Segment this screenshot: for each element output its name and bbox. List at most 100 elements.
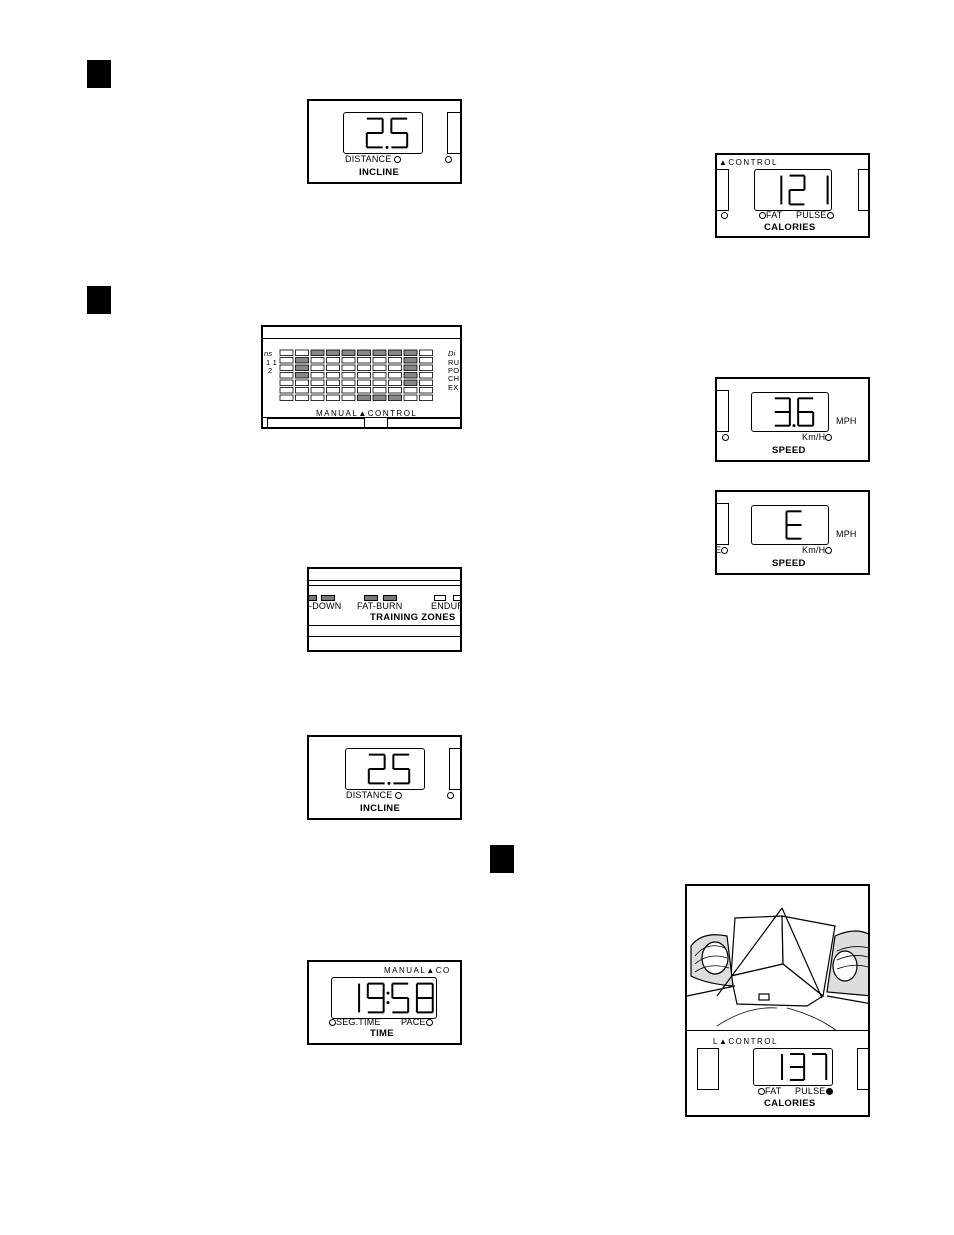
incline-title-2: INCLINE <box>360 803 401 814</box>
seg-time-indicator-light <box>329 1019 336 1027</box>
adjacent-indicator-light-2 <box>447 790 454 800</box>
step-marker-1 <box>87 60 111 88</box>
matrix-led-cell <box>372 394 387 401</box>
matrix-lower-left-box <box>267 418 365 427</box>
fat-indicator-label: FAT <box>759 210 782 220</box>
zone-label-cooldown: -DOWN <box>309 601 342 611</box>
pulse-sensor-illustration: L▲CONTROL FAT PULSE CALORIES <box>685 884 870 1117</box>
matrix-led-cell <box>403 349 418 356</box>
matrix-led-cell <box>295 357 309 364</box>
matrix-led-cell <box>388 387 402 394</box>
matrix-led-cell <box>341 387 356 394</box>
matrix-led-cell <box>419 372 433 379</box>
matrix-led-cell <box>310 379 325 386</box>
distance-indicator-label: DISTANCE <box>345 154 402 164</box>
matrix-led-cell <box>388 394 402 401</box>
fat-indicator-light <box>759 212 766 220</box>
matrix-led-cell <box>357 349 371 356</box>
matrix-led-cell <box>326 394 340 401</box>
zone-label-endurance: ENDURAN <box>431 601 460 611</box>
matrix-led-cell <box>357 372 371 379</box>
zone-led-5 <box>434 595 446 601</box>
matrix-led-cell <box>419 364 433 371</box>
lcd-decimal-point <box>792 424 796 428</box>
pulse-panel-control-label: L▲CONTROL <box>713 1037 778 1046</box>
pulse-panel-calories-title: CALORIES <box>764 1098 816 1109</box>
mph-unit-label-2: MPH <box>836 529 857 539</box>
time-manual-control-label: MANUAL▲CO <box>384 966 451 975</box>
speed-title-2: SPEED <box>772 558 806 569</box>
zone-led-4 <box>383 595 397 601</box>
matrix-led-cell <box>403 387 418 394</box>
matrix-led-cell <box>279 372 294 379</box>
matrix-right-label-1: Di <box>448 349 456 358</box>
zone-led-1 <box>309 595 317 601</box>
matrix-led-cell <box>279 357 294 364</box>
incline-seven-segment-readout-2 <box>367 753 411 785</box>
matrix-left-label-1: ns <box>264 349 273 358</box>
speed-lcd-2 <box>751 505 829 545</box>
pulse-panel-right-edge <box>857 1048 868 1090</box>
matrix-led-cell <box>310 364 325 371</box>
lcd-colon-dot <box>386 1001 390 1005</box>
incline-display-panel-1: DISTANCE INCLINE <box>307 99 462 184</box>
matrix-led-cell <box>279 394 294 401</box>
matrix-top-line <box>263 338 460 339</box>
matrix-right-label-2: RU <box>448 358 460 367</box>
zone-label-fat-burn: FAT-BURN <box>357 601 403 611</box>
speed-title-1: SPEED <box>772 445 806 456</box>
time-display-panel: MANUAL▲CO SEG.TIME PACE TIME <box>307 960 462 1045</box>
time-lcd <box>331 977 437 1019</box>
pulse-calories-seven-segment-readout <box>781 1053 828 1081</box>
matrix-led-cell <box>341 357 356 364</box>
matrix-display-panel: ns 1 1 2 Di RU PO CH EX MANUAL▲CONTROL <box>261 325 462 429</box>
distance-indicator-light <box>394 156 402 164</box>
matrix-led-cell <box>341 394 356 401</box>
matrix-lower-right-box <box>387 418 460 427</box>
matrix-led-cell <box>310 372 325 379</box>
left-adjacent-display-edge-2 <box>717 390 729 432</box>
matrix-led-cell <box>279 349 294 356</box>
pulse-panel-fat-light <box>758 1088 765 1096</box>
left-adjacent-display-edge <box>717 169 729 211</box>
pulse-panel-fat-label: FAT <box>758 1086 781 1096</box>
zone-led-6 <box>453 595 460 601</box>
incline-lcd <box>343 112 423 154</box>
matrix-led-cell <box>388 379 402 386</box>
matrix-led-cell <box>419 394 433 401</box>
zones-bottom-line-2 <box>309 636 460 637</box>
zone-led-3 <box>364 595 378 601</box>
matrix-led-cell <box>357 357 371 364</box>
adjacent-display-edge <box>447 112 460 154</box>
zones-top-line-2 <box>309 585 460 586</box>
calories-title: CALORIES <box>764 222 816 233</box>
matrix-led-cell <box>310 394 325 401</box>
calories-seven-segment-readout <box>780 174 829 206</box>
matrix-led-cell <box>310 387 325 394</box>
pulse-indicator-light <box>826 212 834 220</box>
matrix-led-cell <box>357 387 371 394</box>
matrix-led-cell <box>419 379 433 386</box>
matrix-led-cell <box>295 372 309 379</box>
matrix-led-cell <box>388 372 402 379</box>
matrix-led-cell <box>295 394 309 401</box>
incline-lcd-2 <box>345 748 425 790</box>
seg-time-indicator-label: SEG.TIME <box>329 1017 381 1027</box>
matrix-led-cell <box>388 349 402 356</box>
training-zones-title: TRAINING ZONES <box>370 612 456 623</box>
manual-control-label: MANUAL▲CONTROL <box>316 409 418 418</box>
matrix-led-cell <box>279 364 294 371</box>
kmh-indicator-light-2 <box>825 547 833 555</box>
step-marker-3 <box>490 845 514 873</box>
pulse-panel-pulse-light-lit <box>825 1088 833 1096</box>
matrix-led-cell <box>326 364 340 371</box>
calories-control-label: L▲CONTROL <box>715 158 778 167</box>
speed-display-panel-2: MPH E Km/H SPEED <box>715 490 870 575</box>
led-matrix-grid <box>279 349 433 401</box>
matrix-led-cell <box>372 349 387 356</box>
pulse-panel-top-line <box>687 1030 868 1031</box>
matrix-led-cell <box>341 372 356 379</box>
matrix-led-cell <box>326 372 340 379</box>
matrix-led-cell <box>326 357 340 364</box>
matrix-led-cell <box>372 364 387 371</box>
